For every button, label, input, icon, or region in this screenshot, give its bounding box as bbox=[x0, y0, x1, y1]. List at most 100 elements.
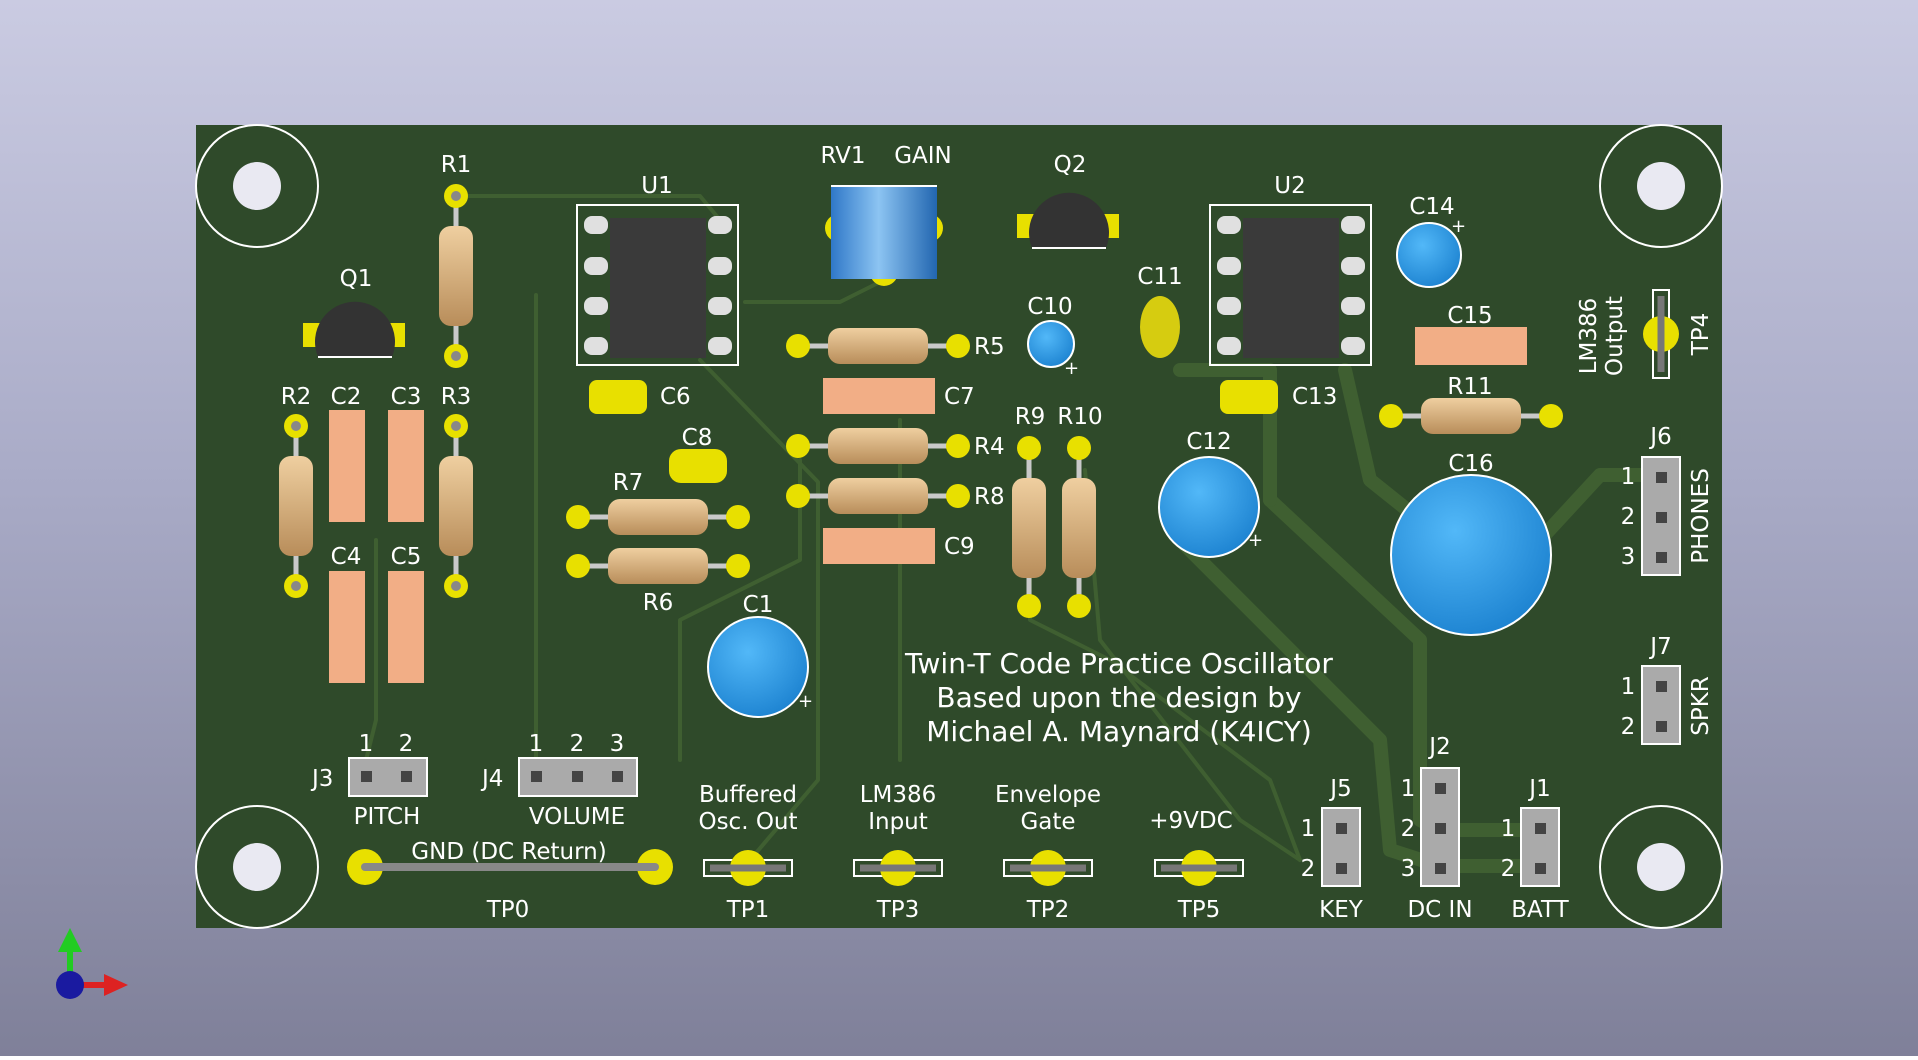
capacitor-c8[interactable] bbox=[669, 449, 727, 483]
resistor-r1[interactable] bbox=[439, 184, 473, 368]
board-title-line-3: Michael A. Maynard (K4ICY) bbox=[926, 715, 1312, 748]
ref-c6: C6 bbox=[660, 384, 691, 410]
capacitor-c15[interactable] bbox=[1415, 327, 1527, 365]
ref-q2: Q2 bbox=[1054, 152, 1087, 178]
axis-gizmo[interactable] bbox=[56, 928, 128, 999]
ref-tp1: TP1 bbox=[726, 897, 770, 923]
resistor-r9[interactable] bbox=[1012, 436, 1046, 618]
header-j4[interactable] bbox=[518, 757, 638, 797]
ref-r2: R2 bbox=[281, 384, 312, 410]
lm386-output-label-1: LM386 bbox=[1576, 298, 1602, 375]
testpoint-tp1[interactable] bbox=[703, 850, 793, 886]
mounting-holes bbox=[195, 124, 1723, 929]
potentiometer-rv1[interactable] bbox=[825, 185, 943, 286]
capacitor-c4[interactable] bbox=[329, 571, 365, 683]
resistor-r3[interactable] bbox=[439, 414, 473, 598]
resistor-r2[interactable] bbox=[279, 414, 313, 598]
phones-label: PHONES bbox=[1688, 468, 1714, 564]
resistor-r8[interactable] bbox=[786, 478, 970, 514]
ref-j1: J1 bbox=[1527, 776, 1550, 802]
resistor-r11[interactable] bbox=[1379, 398, 1563, 434]
ic-u1[interactable] bbox=[576, 204, 739, 366]
capacitor-c2[interactable] bbox=[329, 410, 365, 522]
axis-z-origin-icon bbox=[56, 971, 84, 999]
ref-r6: R6 bbox=[643, 590, 674, 616]
ref-r3: R3 bbox=[441, 384, 472, 410]
c1-plus-label: + bbox=[798, 691, 813, 712]
buffered-label-1: Buffered bbox=[699, 782, 797, 808]
transistor-q1[interactable] bbox=[303, 301, 405, 358]
ref-j5: J5 bbox=[1328, 776, 1351, 802]
capacitor-c7[interactable] bbox=[823, 378, 935, 414]
j1-pin1: 1 bbox=[1501, 816, 1516, 842]
capacitor-c10[interactable] bbox=[1027, 320, 1075, 368]
header-j3[interactable] bbox=[348, 757, 428, 797]
ref-j6: J6 bbox=[1648, 424, 1671, 450]
ref-u2: U2 bbox=[1274, 173, 1305, 199]
ref-r10: R10 bbox=[1057, 404, 1102, 430]
pitch-label: PITCH bbox=[354, 804, 421, 830]
gnd-label: GND (DC Return) bbox=[411, 839, 606, 865]
ref-r4: R4 bbox=[974, 434, 1005, 460]
batt-label: BATT bbox=[1511, 897, 1569, 923]
capacitor-c1[interactable] bbox=[707, 616, 809, 718]
capacitor-c9[interactable] bbox=[823, 528, 935, 564]
header-j2[interactable] bbox=[1420, 767, 1460, 887]
resistor-r6[interactable] bbox=[566, 548, 750, 584]
ref-j3: J3 bbox=[310, 766, 333, 792]
testpoint-tp5[interactable] bbox=[1154, 850, 1244, 886]
ref-c12: C12 bbox=[1186, 429, 1231, 455]
j4-pin3: 3 bbox=[610, 731, 625, 757]
ref-c7: C7 bbox=[944, 384, 975, 410]
c10-plus-label: + bbox=[1064, 358, 1079, 379]
testpoint-tp4[interactable] bbox=[1643, 289, 1679, 379]
capacitor-c13[interactable] bbox=[1220, 380, 1278, 414]
resistor-r4[interactable] bbox=[786, 428, 970, 464]
ref-c15: C15 bbox=[1447, 303, 1492, 329]
ref-c11: C11 bbox=[1137, 264, 1182, 290]
j3-pin2: 2 bbox=[399, 731, 414, 757]
capacitor-c3[interactable] bbox=[388, 410, 424, 522]
capacitor-c5[interactable] bbox=[388, 571, 424, 683]
board-title-line-1: Twin-T Code Practice Oscillator bbox=[904, 647, 1333, 680]
ref-c13: C13 bbox=[1292, 384, 1337, 410]
capacitor-c14[interactable] bbox=[1396, 222, 1462, 288]
testpoint-tp3[interactable] bbox=[853, 850, 943, 886]
resistor-r10[interactable] bbox=[1062, 436, 1096, 618]
resistor-r7[interactable] bbox=[566, 499, 750, 535]
j6-pin1: 1 bbox=[1621, 464, 1636, 490]
j2-pin1: 1 bbox=[1401, 776, 1416, 802]
header-j7[interactable] bbox=[1641, 665, 1681, 745]
ref-tp4: TP4 bbox=[1688, 313, 1714, 357]
gain-label: GAIN bbox=[894, 143, 952, 169]
testpoint-tp0[interactable] bbox=[347, 849, 673, 885]
ref-tp5: TP5 bbox=[1177, 897, 1221, 923]
ref-tp3: TP3 bbox=[876, 897, 920, 923]
capacitor-c12[interactable] bbox=[1158, 456, 1260, 558]
ref-j7: J7 bbox=[1648, 634, 1671, 660]
ref-c4: C4 bbox=[331, 544, 362, 570]
lm386-input-label-2: Input bbox=[868, 809, 928, 835]
testpoint-tp2[interactable] bbox=[1003, 850, 1093, 886]
capacitor-c11[interactable] bbox=[1140, 296, 1180, 358]
capacitor-c6[interactable] bbox=[589, 380, 647, 414]
lm386-output-label-2: Output bbox=[1602, 296, 1628, 376]
header-j5[interactable] bbox=[1321, 807, 1361, 887]
ref-r9: R9 bbox=[1015, 404, 1046, 430]
j5-pin1: 1 bbox=[1301, 816, 1316, 842]
capacitor-c16[interactable] bbox=[1390, 474, 1552, 636]
header-j1[interactable] bbox=[1520, 807, 1560, 887]
buffered-label-2: Osc. Out bbox=[698, 809, 797, 835]
j7-pin1: 1 bbox=[1621, 674, 1636, 700]
c14-plus-label: + bbox=[1451, 216, 1466, 237]
j2-pin2: 2 bbox=[1401, 816, 1416, 842]
spkr-label: SPKR bbox=[1688, 676, 1714, 736]
transistor-q2[interactable] bbox=[1017, 192, 1119, 249]
resistor-r5[interactable] bbox=[786, 328, 970, 364]
ic-u2[interactable] bbox=[1209, 204, 1372, 366]
header-j6[interactable] bbox=[1641, 456, 1681, 576]
j6-pin3: 3 bbox=[1621, 544, 1636, 570]
ref-r8: R8 bbox=[974, 484, 1005, 510]
